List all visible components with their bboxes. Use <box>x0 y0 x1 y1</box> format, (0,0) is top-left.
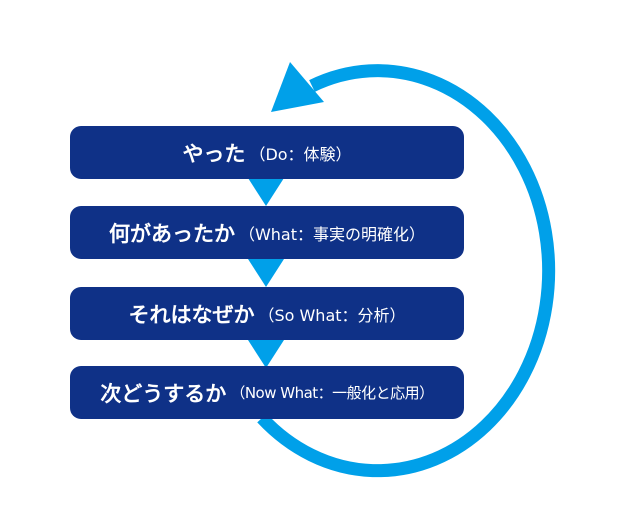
step-title: 何があったか <box>108 221 235 246</box>
step-subtitle: （So What：分析） <box>258 305 406 325</box>
down-arrow-1 <box>248 178 284 206</box>
step-what: 何があったか （What：事実の明確化） <box>70 206 464 259</box>
step-now-what: 次どうするか （Now What：一般化と応用） <box>70 366 464 419</box>
step-subtitle: （Now What：一般化と応用） <box>230 384 434 402</box>
step-title: 次どうするか <box>100 381 227 406</box>
step-title: やった <box>182 141 246 166</box>
arrowhead-icon <box>271 62 324 112</box>
down-arrow-2 <box>248 259 284 287</box>
step-subtitle: （What：事実の明確化） <box>238 224 426 244</box>
step-subtitle: （Do：体験） <box>249 144 352 164</box>
cycle-arc <box>257 64 556 478</box>
step-do: やった （Do：体験） <box>70 126 464 179</box>
down-arrow-3 <box>248 340 284 368</box>
step-so-what: それはなぜか （So What：分析） <box>70 287 464 340</box>
step-title: それはなぜか <box>128 302 255 327</box>
